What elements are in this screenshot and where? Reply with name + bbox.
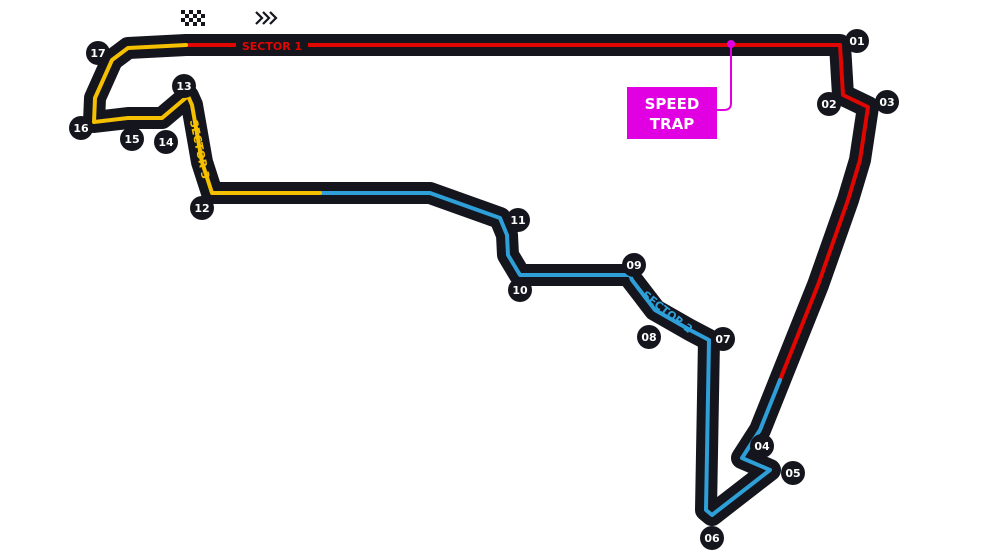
turn-marker-circle — [817, 92, 841, 116]
turn-marker-10: 10 — [508, 278, 532, 302]
turn-number: 17 — [90, 47, 105, 60]
turn-marker-06: 06 — [700, 526, 724, 550]
turn-marker-16: 16 — [69, 116, 93, 140]
turn-marker-circle — [120, 127, 144, 151]
turn-marker-12: 12 — [190, 196, 214, 220]
turn-marker-circle — [506, 208, 530, 232]
turn-number: 16 — [73, 122, 89, 135]
turn-marker-07: 07 — [711, 327, 735, 351]
sector-3-line — [92, 43, 322, 195]
turn-marker-circle — [845, 29, 869, 53]
turn-number: 08 — [641, 331, 656, 344]
turn-marker-circle — [508, 278, 532, 302]
turn-number: 11 — [510, 214, 525, 227]
turn-marker-14: 14 — [154, 130, 178, 154]
speed-trap-line1: SPEED — [645, 95, 700, 113]
sector-1-line — [184, 43, 870, 382]
turn-number: 07 — [715, 333, 730, 346]
turn-number: 10 — [512, 284, 528, 297]
turn-marker-circle — [875, 90, 899, 114]
turn-number: 05 — [785, 467, 800, 480]
turn-marker-circle — [750, 434, 774, 458]
turn-number: 12 — [194, 202, 209, 215]
turn-marker-05: 05 — [781, 461, 805, 485]
turn-marker-circle — [69, 116, 93, 140]
turn-number: 01 — [849, 35, 864, 48]
turn-marker-circle — [700, 526, 724, 550]
sector-2-line — [318, 191, 782, 517]
speed-trap-line2: TRAP — [650, 115, 694, 133]
speed-trap-box — [627, 87, 717, 139]
turn-marker-circle — [190, 196, 214, 220]
turn-marker-15: 15 — [120, 127, 144, 151]
turn-marker-circle — [711, 327, 735, 351]
turn-number: 03 — [879, 96, 894, 109]
turn-number: 09 — [626, 259, 641, 272]
turn-marker-02: 02 — [817, 92, 841, 116]
turn-number: 15 — [124, 133, 139, 146]
turn-number: 02 — [821, 98, 836, 111]
turn-marker-03: 03 — [875, 90, 899, 114]
turn-number: 04 — [754, 440, 770, 453]
turn-number: 14 — [158, 136, 174, 149]
turn-markers: 01 02 03 04 05 06 07 08 09 10 11 12 13 14 15 16 17 — [69, 29, 899, 550]
turn-marker-circle — [86, 41, 110, 65]
race-direction-chevrons-icon — [255, 11, 278, 25]
turn-marker-04: 04 — [750, 434, 774, 458]
turn-marker-13: 13 — [172, 74, 196, 98]
turn-marker-circle — [172, 74, 196, 98]
turn-marker-01: 01 — [845, 29, 869, 53]
sector-1-label: SECTOR 1 — [242, 40, 302, 53]
turn-marker-circle — [781, 461, 805, 485]
turn-marker-11: 11 — [506, 208, 530, 232]
sector-1-label-bg — [236, 39, 308, 53]
turn-marker-08: 08 — [637, 325, 661, 349]
turn-marker-circle — [637, 325, 661, 349]
turn-number: 13 — [176, 80, 191, 93]
turn-marker-circle — [622, 253, 646, 277]
turn-number: 06 — [704, 532, 720, 545]
turn-marker-17: 17 — [86, 41, 110, 65]
turn-marker-09: 09 — [622, 253, 646, 277]
turn-marker-circle — [154, 130, 178, 154]
speed-trap-marker: SPEED TRAP — [627, 40, 735, 139]
checkered-flag-icon — [181, 10, 205, 26]
